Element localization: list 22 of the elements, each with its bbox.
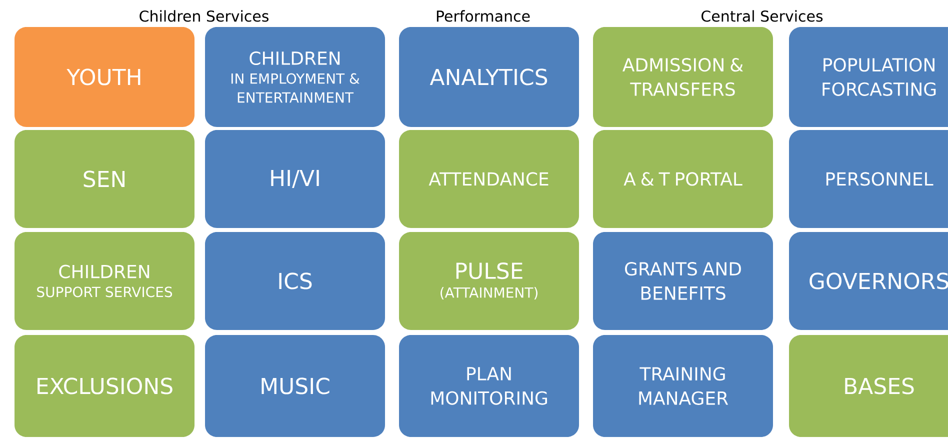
service-box: ICS xyxy=(205,232,385,330)
service-box: EXCLUSIONS xyxy=(14,334,195,437)
service-box: GOVERNORS xyxy=(789,232,948,330)
service-box: SEN xyxy=(14,130,195,228)
service-box: YOUTH xyxy=(14,27,195,127)
column-heading: Central Services xyxy=(702,10,823,22)
service-box: PLAN MONITORING xyxy=(399,334,579,437)
service-box: CHILDREN SUPPORT SERVICES xyxy=(14,232,195,330)
service-box: ATTENDANCE xyxy=(399,130,579,228)
service-box: BASES xyxy=(789,334,948,437)
service-box: CHILDREN IN EMPLOYMENT & ENTERTAINMENT xyxy=(205,27,385,127)
service-box: ADMISSION & TRANSFERS xyxy=(593,27,773,127)
column-heading: Children Services xyxy=(140,10,268,22)
service-box: POPULATION FORCASTING xyxy=(789,27,948,127)
service-box: ANALYTICS xyxy=(399,27,579,127)
service-box: PULSE (ATTAINMENT) xyxy=(399,232,579,330)
service-box: PERSONNEL xyxy=(789,130,948,228)
service-box: GRANTS AND BENEFITS xyxy=(593,232,773,330)
service-box: HI/VI xyxy=(205,130,385,228)
service-box: MUSIC xyxy=(205,334,385,437)
service-box: A & T PORTAL xyxy=(593,130,773,228)
service-box: TRAINING MANAGER xyxy=(593,334,773,437)
